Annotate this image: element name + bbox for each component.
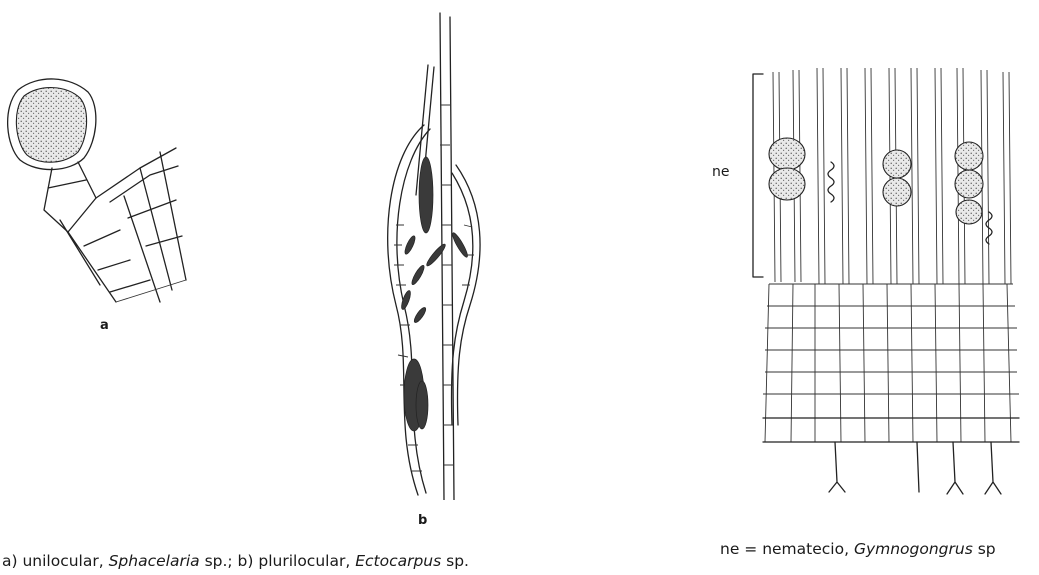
gymnogongrus-drawing: [745, 62, 1035, 507]
figure-a-unilocular-sporangium: [0, 70, 200, 310]
ectocarpus-drawing: [360, 5, 490, 500]
caption-left-part1: a) unilocular,: [2, 552, 109, 570]
sphacelaria-drawing: [0, 70, 200, 310]
panel-label-a: a: [100, 318, 109, 333]
caption-left-part2: sp.; b) plurilocular,: [200, 552, 356, 570]
figure-b-plurilocular-sporangium: [360, 5, 490, 500]
caption-left: a) unilocular, Sphacelaria sp.; b) pluri…: [2, 552, 469, 570]
caption-right: ne = nematecio, Gymnogongrus sp: [720, 540, 996, 558]
caption-left-genus-sphacelaria: Sphacelaria: [109, 552, 200, 570]
panel-label-b: b: [418, 513, 427, 528]
caption-left-part3: sp.: [441, 552, 469, 570]
caption-right-genus-gymnogongrus: Gymnogongrus: [854, 540, 973, 558]
figure-nematecio: [745, 62, 1035, 507]
caption-left-genus-ectocarpus: Ectocarpus: [355, 552, 441, 570]
caption-right-part2: sp: [973, 540, 996, 558]
label-ne: ne: [712, 164, 730, 180]
caption-right-part1: ne = nematecio,: [720, 540, 854, 558]
